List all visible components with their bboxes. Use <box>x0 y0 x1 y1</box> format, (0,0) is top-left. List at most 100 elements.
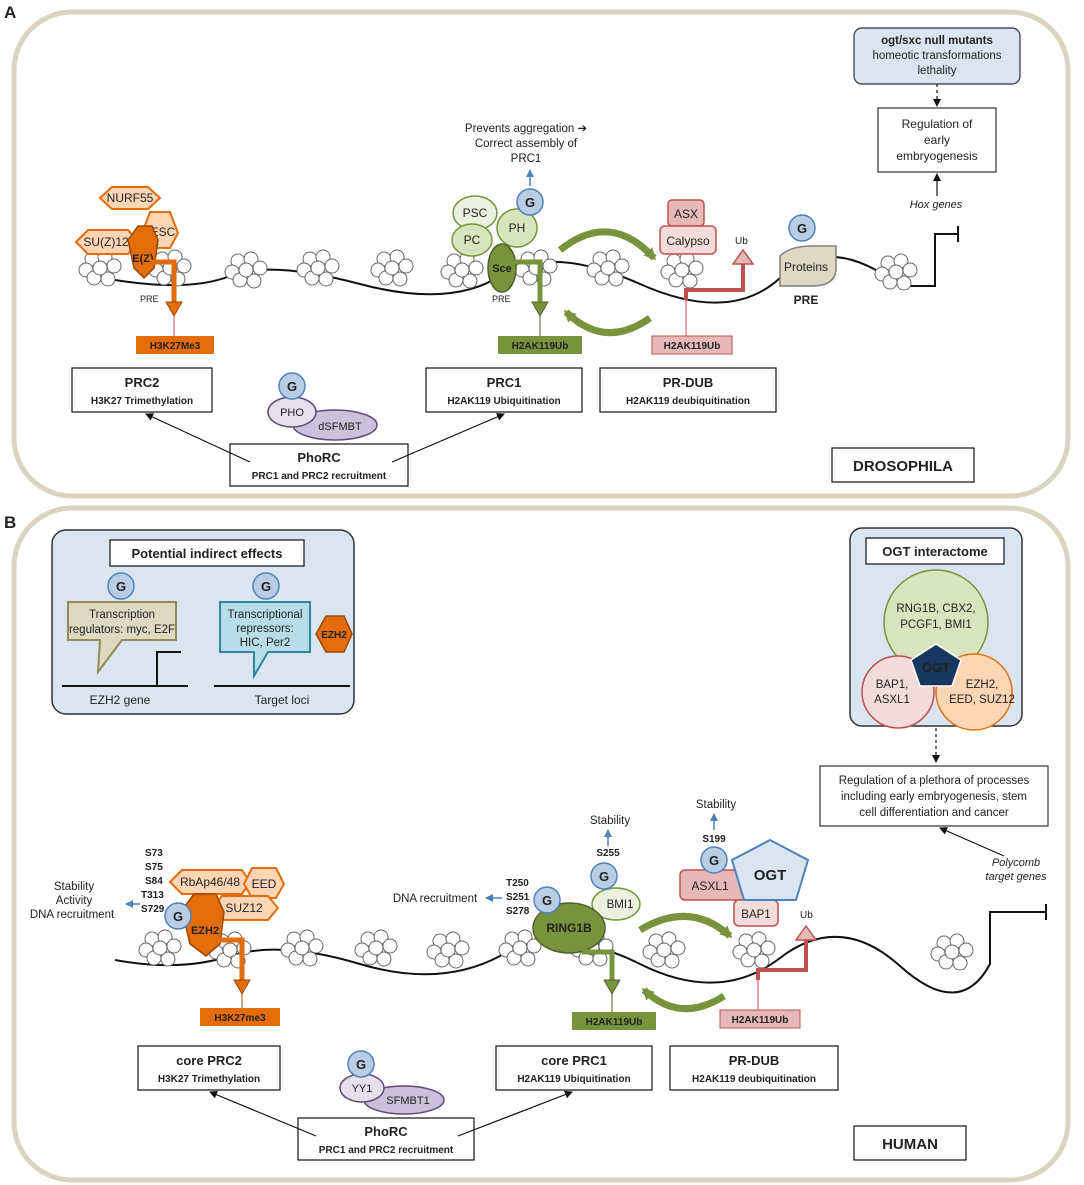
asxl1-label: ASXL1 <box>691 879 729 893</box>
regulation-box <box>877 107 997 173</box>
site-s75: S75 <box>145 862 163 873</box>
reg-line3: cell differentiation and cancer <box>859 807 1009 819</box>
sfmbt1-label: SFMBT1 <box>386 1095 429 1107</box>
rep-line1: Transcriptional <box>228 609 303 621</box>
prdub-box-a <box>599 367 777 413</box>
eed-label: EED <box>252 877 277 891</box>
g-label-pho: G <box>287 379 297 394</box>
h2ak119ub-prc1-tag-b <box>572 1012 656 1030</box>
calypso-label: Calypso <box>666 234 710 248</box>
prc2-sub-b: H3K27 Trimethylation <box>158 1074 260 1085</box>
prc1-title-a: PRC1 <box>487 375 522 390</box>
glcnac-icon-pho <box>278 372 306 400</box>
dna-recruitment-label: DNA recruitment <box>393 893 478 905</box>
ezh2-sites: S73 S75 S84 T313 S729 <box>141 848 165 915</box>
pho-label: PHO <box>280 407 304 419</box>
bmi1-label: BMI1 <box>607 899 634 911</box>
h2ak119ub-dub-tag <box>651 335 733 355</box>
calypso-protein <box>659 225 717 255</box>
prc1-box-b <box>495 1045 653 1091</box>
ez-protein <box>127 225 159 280</box>
suz12-label: SU(Z)12 <box>83 235 129 249</box>
prevents-text-2: Correct assembly of <box>475 138 578 150</box>
ezh2-gene-promoter <box>156 651 181 686</box>
g-label-ring1b: G <box>542 893 552 908</box>
glcnac-icon-proteins <box>788 214 816 242</box>
transcription-regulators-callout <box>67 601 177 676</box>
organism-box-b <box>853 1125 967 1161</box>
g-label: G <box>525 195 535 210</box>
dsfmbt-label: dSFMBT <box>318 421 362 433</box>
ezh2-small-label: EZH2 <box>321 630 347 641</box>
ezh2-label: EZH2 <box>191 925 219 937</box>
g-label-proteins: G <box>797 221 807 236</box>
prc2-title-a: PRC2 <box>125 375 160 390</box>
prc1-complex-a: PSC PC PH Sce G <box>451 188 549 336</box>
prdub-sub-a: H2AK119 deubiquitination <box>626 396 750 407</box>
phorc-sub-b: PRC1 and PRC2 recruitment <box>319 1145 454 1156</box>
pre-bold-label: PRE <box>794 293 819 307</box>
prc2-methylation-arrow <box>150 259 177 306</box>
prc2-methylation-arrow-b <box>216 937 245 984</box>
glcnac-icon-ring1b <box>533 886 561 914</box>
stability-asxl1: Stability <box>696 799 737 811</box>
int-orange2: EED, SUZ12 <box>949 694 1015 706</box>
site-s729: S729 <box>141 904 165 915</box>
h3k27me3-label-b: H3K27me3 <box>214 1013 266 1024</box>
indirect-title: Potential indirect effects <box>132 546 283 561</box>
transcriptional-repressors-callout <box>219 601 311 680</box>
prdub-title-b: PR-DUB <box>729 1053 780 1068</box>
phorc-sub-a: PRC1 and PRC2 recruitment <box>252 471 387 482</box>
ogt-pentagon-inset <box>910 643 962 687</box>
ez-label: E(Z) <box>132 253 154 265</box>
int-green1: RNG1B, CBX2, <box>896 603 975 615</box>
glcnac-icon <box>516 188 544 216</box>
site-s255: S255 <box>596 848 620 859</box>
cycle-arrow-bottom <box>563 309 653 337</box>
pc-protein <box>451 223 493 257</box>
g-label-yy1: G <box>356 1057 366 1072</box>
panel-a-label: A <box>4 3 16 22</box>
nurf55-protein <box>98 186 162 210</box>
h2ak119ub-prc1-tag <box>498 336 582 354</box>
effect-stability: Stability <box>54 881 95 893</box>
site-s251: S251 <box>506 892 530 903</box>
site-t250: T250 <box>506 878 529 889</box>
prc2-complex-b: RbAp46/48 EED SUZ12 EZH2 G <box>164 867 286 1008</box>
tr-line1: Transcription <box>89 609 155 621</box>
g-label-tr: G <box>116 579 126 594</box>
cycle-arrow-top-b <box>638 912 733 939</box>
prc1-ubiquitination-arrow-b <box>582 949 615 984</box>
ezh2-protein <box>181 893 225 957</box>
prc1-sub-a: H2AK119 Ubiquitination <box>447 396 560 407</box>
regulation-line1: Regulation of <box>902 117 973 131</box>
prdub-complex-b: ASXL1 BAP1 G OGT <box>679 838 810 927</box>
psc-label: PSC <box>463 206 488 220</box>
int-red1: BAP1, <box>876 679 909 691</box>
prc2-complex-a: NURF55 ESC SU(Z)12 E(Z) <box>74 186 183 336</box>
prc1-box-a <box>425 367 583 413</box>
ring1b-protein <box>532 902 606 954</box>
yy1-label: YY1 <box>352 1083 373 1095</box>
int-red2: ASXL1 <box>874 694 910 706</box>
rep-line2: repressors: <box>236 623 294 635</box>
ph-protein <box>496 208 538 248</box>
glcnac-icon-rep <box>252 572 280 600</box>
ph-label: PH <box>509 221 526 235</box>
deubiquitination-arrow-b <box>756 938 808 980</box>
mutants-line3: lethality <box>918 65 957 77</box>
mutants-line2: homeotic transformations <box>872 50 1001 62</box>
proteins-label: Proteins <box>784 260 828 274</box>
prdub-sub-b: H2AK119 deubiquitination <box>692 1074 816 1085</box>
h2ak119ub-dub-label: H2AK119Ub <box>664 341 721 352</box>
prevents-text-3: PRC1 <box>511 153 542 165</box>
ogt-pentagon <box>730 838 810 901</box>
sce-protein <box>487 243 517 293</box>
site-s84: S84 <box>145 876 163 887</box>
ezh2-small-protein <box>315 615 353 653</box>
effect-activity: Activity <box>56 895 93 907</box>
pc-label: PC <box>464 233 481 247</box>
proteins-shape <box>779 245 837 287</box>
int-green2: PCGF1, BMI1 <box>900 619 972 631</box>
